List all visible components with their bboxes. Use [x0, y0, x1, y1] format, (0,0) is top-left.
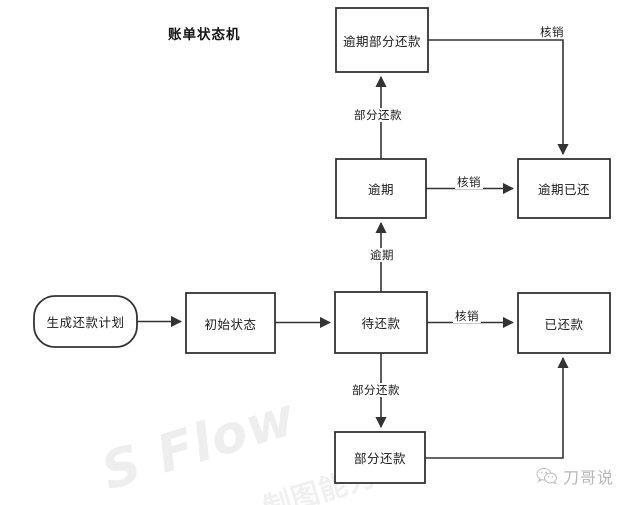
node-repaid: [517, 292, 611, 354]
edge-partial-to-repaid: [425, 356, 569, 459]
diagram-title: 账单状态机: [168, 27, 241, 43]
node-overdue: [335, 158, 427, 219]
node-start: [33, 295, 138, 348]
edge-label-pending-to-partial: 部分还款: [350, 383, 402, 397]
edge-label-overdue-partial-to-repaid: 核销: [538, 25, 566, 39]
edge-overdue-partial-to-overdue-repaid: [428, 39, 569, 156]
node-overdue-partial: [335, 7, 429, 73]
edge-label-pending-to-overdue: 逾期: [368, 248, 396, 262]
node-overdue-repaid: [517, 158, 611, 219]
edge-label-overdue-to-overdue-repaid: 核销: [455, 175, 483, 189]
edge-label-overdue-to-overdue-partial: 部分还款: [352, 108, 404, 122]
node-pending: [334, 291, 428, 354]
node-partial: [334, 431, 426, 484]
node-initial: [185, 292, 276, 354]
edge-label-pending-to-repaid: 核销: [453, 309, 481, 323]
